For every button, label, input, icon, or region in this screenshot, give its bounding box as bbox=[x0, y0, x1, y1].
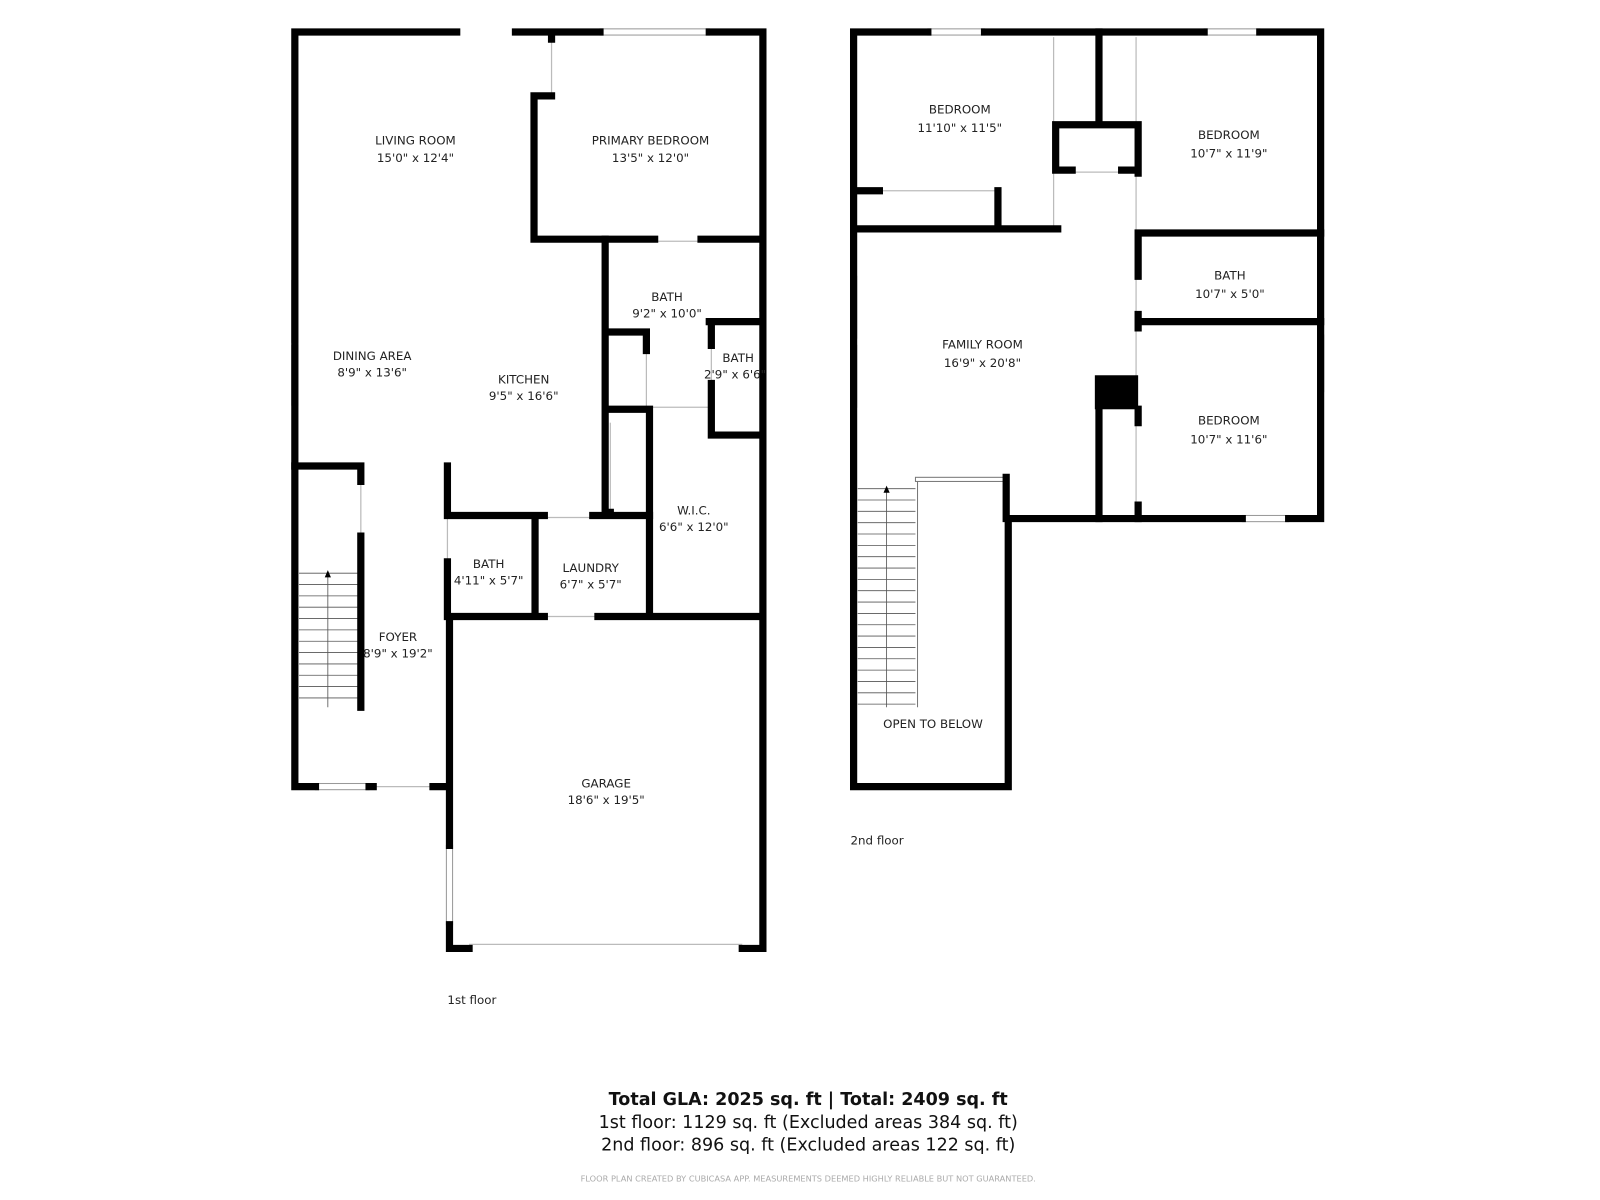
floor2-area: 2nd floor: 896 sq. ft (Excluded areas 12… bbox=[601, 1136, 1015, 1156]
room-name: GARAGE bbox=[581, 777, 631, 791]
room-name: FOYER bbox=[379, 630, 417, 644]
stairs bbox=[298, 570, 361, 708]
room-size: 16'9" x 20'8" bbox=[944, 356, 1021, 370]
room-size: 10'7" x 5'0" bbox=[1195, 287, 1265, 301]
floor-label: 2nd floor bbox=[851, 833, 904, 847]
total-gla: Total GLA: 2025 sq. ft | Total: 2409 sq.… bbox=[609, 1090, 1008, 1110]
room-size: 9'2" x 10'0" bbox=[632, 307, 702, 321]
room-size: 11'10" x 11'5" bbox=[917, 121, 1002, 135]
first-floor-plan bbox=[291, 28, 767, 953]
room-size: 15'0" x 12'4" bbox=[377, 151, 454, 165]
room-size: 8'9" x 13'6" bbox=[337, 365, 407, 379]
floor-label: 1st floor bbox=[447, 993, 496, 1007]
room-size: 13'5" x 12'0" bbox=[612, 151, 689, 165]
room-size: 8'9" x 19'2" bbox=[363, 647, 433, 661]
area-summary: Total GLA: 2025 sq. ft | Total: 2409 sq.… bbox=[581, 1090, 1036, 1183]
room-size: 10'7" x 11'9" bbox=[1190, 147, 1267, 161]
second-floor-plan bbox=[849, 28, 1325, 791]
room-size: 9'5" x 16'6" bbox=[489, 389, 559, 403]
room-name: KITCHEN bbox=[498, 373, 549, 387]
stairs bbox=[857, 485, 916, 708]
room-name: LIVING ROOM bbox=[375, 133, 456, 147]
room-name: BATH bbox=[473, 557, 504, 571]
room-name: DINING AREA bbox=[333, 349, 412, 363]
room-labels: LIVING ROOM 15'0" x 12'4" PRIMARY BEDROO… bbox=[333, 102, 1268, 1007]
room-name: LAUNDRY bbox=[563, 561, 620, 575]
room-name: PRIMARY BEDROOM bbox=[592, 133, 709, 147]
room-name: FAMILY ROOM bbox=[942, 337, 1023, 351]
room-name: BEDROOM bbox=[1198, 414, 1260, 428]
room-size: 2'9" x 6'6" bbox=[704, 367, 766, 381]
room-name: BEDROOM bbox=[929, 102, 991, 116]
open-to-below-label: OPEN TO BELOW bbox=[883, 717, 983, 731]
room-name: BATH bbox=[1214, 268, 1245, 282]
disclaimer: FLOOR PLAN CREATED BY CUBICASA APP. MEAS… bbox=[581, 1173, 1036, 1183]
room-size: 4'11" x 5'7" bbox=[454, 574, 524, 588]
stairs-up-arrow-icon bbox=[883, 485, 890, 493]
room-name: BEDROOM bbox=[1198, 128, 1260, 142]
room-name: BATH bbox=[722, 351, 753, 365]
room-size: 6'6" x 12'0" bbox=[659, 520, 729, 534]
room-size: 18'6" x 19'5" bbox=[568, 793, 645, 807]
room-name: W.I.C. bbox=[677, 503, 710, 517]
room-name: BATH bbox=[651, 290, 682, 304]
room-size: 10'7" x 11'6" bbox=[1190, 432, 1267, 446]
room-size: 6'7" x 5'7" bbox=[560, 578, 622, 592]
floor1-area: 1st floor: 1129 sq. ft (Excluded areas 3… bbox=[599, 1113, 1018, 1133]
chimney bbox=[1094, 375, 1139, 410]
stairs-up-arrow-icon bbox=[324, 570, 331, 578]
